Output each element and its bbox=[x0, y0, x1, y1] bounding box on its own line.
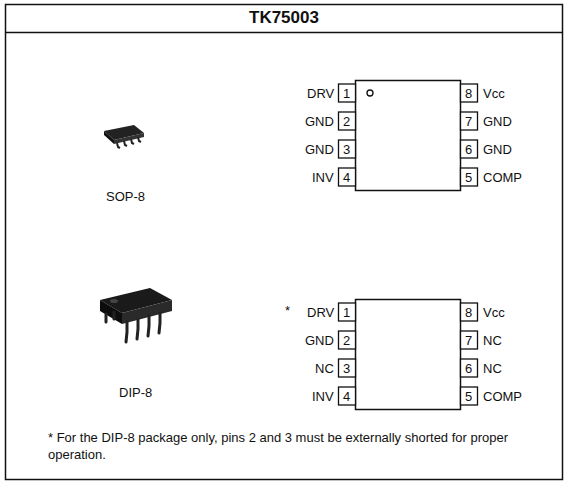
pin-number: 3 bbox=[343, 142, 350, 157]
sop-pin-boxes bbox=[339, 84, 478, 186]
pin-name: NC bbox=[483, 333, 502, 348]
pin-number: 1 bbox=[343, 305, 350, 320]
pin1-dot bbox=[367, 90, 373, 96]
pin-name: INV bbox=[312, 389, 334, 404]
pin-number: 5 bbox=[465, 389, 472, 404]
pin-number: 2 bbox=[343, 333, 350, 348]
pin-name: GND bbox=[305, 333, 334, 348]
pin-name: COMP bbox=[483, 170, 522, 185]
pin-name: GND bbox=[483, 114, 512, 129]
pin-number: 1 bbox=[343, 86, 350, 101]
package-name: DIP-8 bbox=[119, 385, 152, 400]
pin-name: NC bbox=[483, 361, 502, 376]
pin-name: COMP bbox=[483, 389, 522, 404]
pin-name: DRV bbox=[307, 305, 334, 320]
pin-number: 4 bbox=[343, 389, 350, 404]
dip-pin-boxes bbox=[339, 303, 478, 405]
footnote: * For the DIP-8 package only, pins 2 and… bbox=[48, 429, 518, 463]
dip-package-picture bbox=[100, 288, 172, 342]
dip-body bbox=[356, 300, 461, 410]
pin-number: 4 bbox=[343, 170, 350, 185]
pin-number: 7 bbox=[465, 333, 472, 348]
pin-name: GND bbox=[483, 142, 512, 157]
pin-name: NC bbox=[315, 361, 334, 376]
pin-number: 6 bbox=[465, 142, 472, 157]
sop-package-picture bbox=[104, 125, 144, 148]
pin-number: 8 bbox=[465, 86, 472, 101]
pin-name: Vcc bbox=[483, 305, 505, 320]
pin-name: GND bbox=[305, 142, 334, 157]
diagram-title: TK75003 bbox=[249, 8, 319, 28]
pin-name: GND bbox=[305, 114, 334, 129]
pin-name: Vcc bbox=[483, 86, 505, 101]
pin-number: 6 bbox=[465, 361, 472, 376]
pin-number: 5 bbox=[465, 170, 472, 185]
frame bbox=[6, 5, 563, 480]
pin-name: INV bbox=[312, 170, 334, 185]
pin-number: 3 bbox=[343, 361, 350, 376]
title-rule bbox=[5, 32, 563, 34]
pin-number: 8 bbox=[465, 305, 472, 320]
sop-body bbox=[356, 81, 461, 191]
pin-number: 2 bbox=[343, 114, 350, 129]
pin-name: DRV bbox=[307, 86, 334, 101]
footnote-mark: * bbox=[285, 303, 290, 318]
pin-number: 7 bbox=[465, 114, 472, 129]
package-name: SOP-8 bbox=[106, 189, 145, 204]
